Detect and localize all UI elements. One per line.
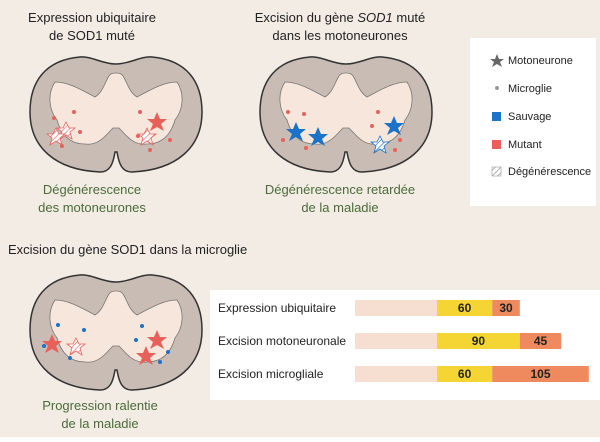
red-square-icon [492,140,501,149]
bar-segment-2 [492,300,520,316]
panel-motoneuron-title-line2: dans les motoneurones [272,28,408,43]
microglia-dots [52,110,172,152]
bar-segment-1 [437,300,493,316]
panel-ubiquitous-title-line1: Expression ubiquitaire [28,10,156,25]
panel-microglia-result-line2: de la maladie [61,416,138,431]
legend-label-wildtype: Sauvage [508,111,551,123]
panel-motoneuron-result-line1: Dégénérescence retardée [265,182,415,197]
bar-base-segment [355,300,437,316]
bar-segment-1-label: 60 [458,367,472,381]
bar-base-segment [355,366,437,382]
legend-box [470,38,596,206]
bar-segment-2 [519,333,562,349]
bar-segment-2-label: 45 [534,334,548,348]
panel-ubiquitous: Expression ubiquitaire de SOD1 muté Dégé… [28,10,203,215]
hatched-square-icon [491,166,502,177]
bar-segment-2-label: 105 [530,367,550,381]
motoneuron-stars [45,112,167,146]
wildtype-motoneuron-icon [308,127,328,146]
panel-ubiquitous-result-line1: Dégénérescence [43,182,141,197]
degenerated-motoneuron-icon [136,127,158,146]
panel-ubiquitous-title-line2: de SOD1 muté [49,28,135,43]
bar-segment-2-label: 30 [499,301,513,315]
dot-icon [495,86,499,90]
microglia-dots [281,110,402,152]
bar-segment-1 [437,366,493,382]
microglia-dots [42,323,170,364]
bar-segment-1-label: 90 [472,334,486,348]
motoneuron-stars [286,116,404,154]
panel-microglia-result-line1: Progression ralentie [42,398,158,413]
mutant-motoneuron-icon [147,112,167,131]
mutant-motoneuron-icon [147,330,167,349]
star-icon [490,54,504,67]
bar-row-label: Expression ubiquitaire [218,301,336,315]
panel-microglia-title: Excision du gène SOD1 dans la microglie [8,242,247,257]
bar-row-label: Excision motoneuronale [218,334,346,348]
spinal-cord-section [29,274,203,391]
blue-square-icon [492,112,501,121]
legend-label-motoneuron: Motoneurone [508,55,573,67]
bar-segment-2 [492,366,589,382]
bar-segment-1 [437,333,520,349]
panel-motoneuron-result-line2: de la maladie [301,200,378,215]
mutant-motoneuron-icon [42,334,62,353]
wildtype-motoneuron-icon [384,116,404,135]
bar-segment-1-label: 60 [458,301,472,315]
bar-row-label: Excision microgliale [218,367,324,381]
panel-motoneuron-title-line1: Excision du gène SOD1 muté [255,10,426,25]
motoneuron-stars [42,330,167,365]
bar-base-segment [355,333,437,349]
wildtype-motoneuron-icon [286,122,306,141]
legend-label-microglia: Microglie [508,83,552,95]
legend-label-degeneration: Dégénérescence [508,166,591,178]
spinal-cord-section [259,56,433,173]
mutant-motoneuron-icon [136,346,156,365]
panel-ubiquitous-result-line2: des motoneurones [38,200,146,215]
degenerated-motoneuron-icon [369,135,391,154]
panel-motoneuron: Excision du gène SOD1 muté dans les moto… [255,10,433,215]
degenerated-motoneuron-icon [45,127,67,146]
legend: Motoneurone Microglie Sauvage Mutant Dég… [470,38,596,206]
panel-microglia: Excision du gène SOD1 dans la microglie … [8,242,247,431]
degenerated-motoneuron-icon [65,337,87,356]
legend-label-mutant: Mutant [508,139,542,151]
spinal-cord-section [29,56,203,173]
